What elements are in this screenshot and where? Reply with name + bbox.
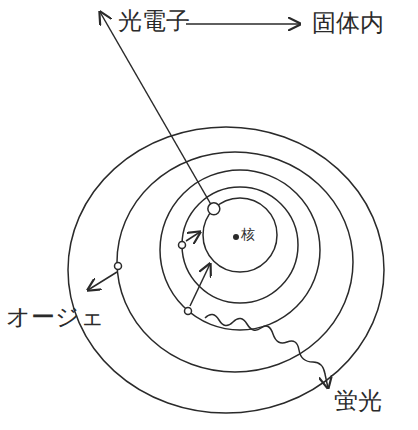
nucleus-circle: 核 <box>202 197 278 273</box>
electron-shell <box>160 170 320 330</box>
annotation-text: 光電子 <box>118 7 190 35</box>
electron <box>179 242 186 249</box>
electron-shell <box>117 152 353 372</box>
fluorescence-wave <box>205 314 328 388</box>
transition-arrow <box>186 232 200 241</box>
transition-arrow <box>190 264 210 306</box>
annotation-text: 固体内 <box>312 9 384 37</box>
nucleus-outline <box>202 197 278 273</box>
annotation-label: オージェ <box>6 304 105 330</box>
auger-arrow <box>88 272 117 290</box>
outer-shell <box>68 127 384 413</box>
annotation-label: 固体内 <box>312 10 384 36</box>
electron <box>185 308 192 315</box>
photoelectron-arrow <box>100 12 213 208</box>
nucleus-dot <box>233 234 239 240</box>
transition-arrow <box>186 23 300 25</box>
nucleus-label: 核 <box>241 227 255 242</box>
annotation-text: オージェ <box>6 303 105 331</box>
vacancy-hole <box>208 203 220 215</box>
annotation-label: 光電子 <box>118 8 190 34</box>
annotation-label: 蛍光 <box>334 388 382 414</box>
electron <box>115 263 122 270</box>
annotation-text: 蛍光 <box>334 387 382 415</box>
inner-shell <box>203 198 277 272</box>
